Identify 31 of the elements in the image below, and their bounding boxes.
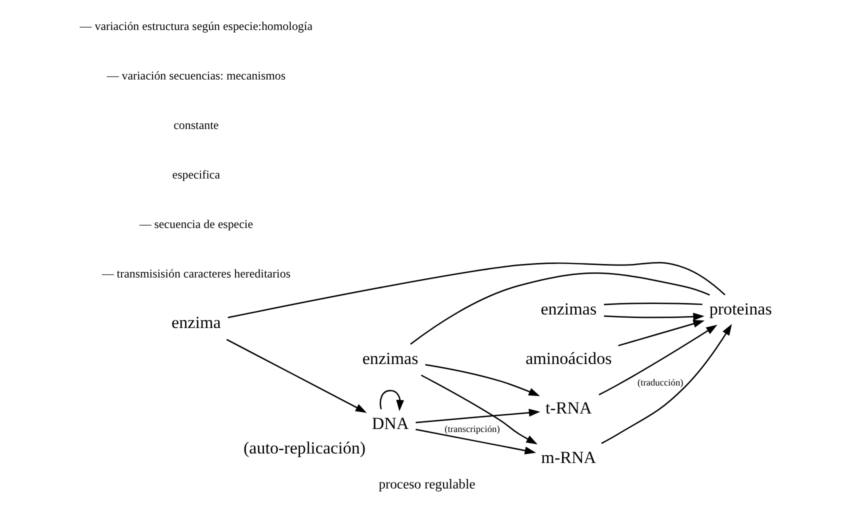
node-text: aminoácidos — [526, 349, 612, 368]
node-label: (auto-replicación) — [243, 438, 366, 458]
arrow — [425, 364, 540, 396]
label: — variación estructura según especie:homología — [80, 19, 313, 34]
edge-label: (transcripción) — [444, 425, 500, 436]
connector — [604, 302, 702, 306]
node-text: enzimas — [362, 349, 418, 368]
arrow — [416, 428, 536, 454]
edge-label: (traducción) — [637, 378, 684, 388]
arrow — [420, 374, 538, 444]
caption: proceso regulable — [378, 476, 476, 492]
label: — transmisisión caracteres hereditarios — [102, 266, 290, 281]
arrow — [598, 324, 718, 396]
node-text: m-RNA — [541, 448, 596, 468]
arrow — [226, 338, 367, 413]
label: constante — [174, 118, 219, 132]
label: — variación secuencias: mecanismos — [106, 68, 286, 83]
arrow — [604, 312, 704, 321]
arrow — [416, 408, 540, 424]
node-text: proteinas — [709, 300, 772, 319]
connector — [228, 262, 726, 318]
label: — secuencia de especie — [139, 217, 254, 232]
node-text: DNA — [372, 414, 409, 433]
arrow — [380, 390, 404, 412]
arrow — [618, 320, 705, 346]
node-text: enzima — [172, 313, 221, 332]
label: especifica — [172, 168, 220, 182]
arrow — [601, 324, 732, 444]
node-text: t-RNA — [545, 398, 592, 418]
connector — [410, 272, 710, 345]
node-text: enzimas — [540, 300, 597, 319]
